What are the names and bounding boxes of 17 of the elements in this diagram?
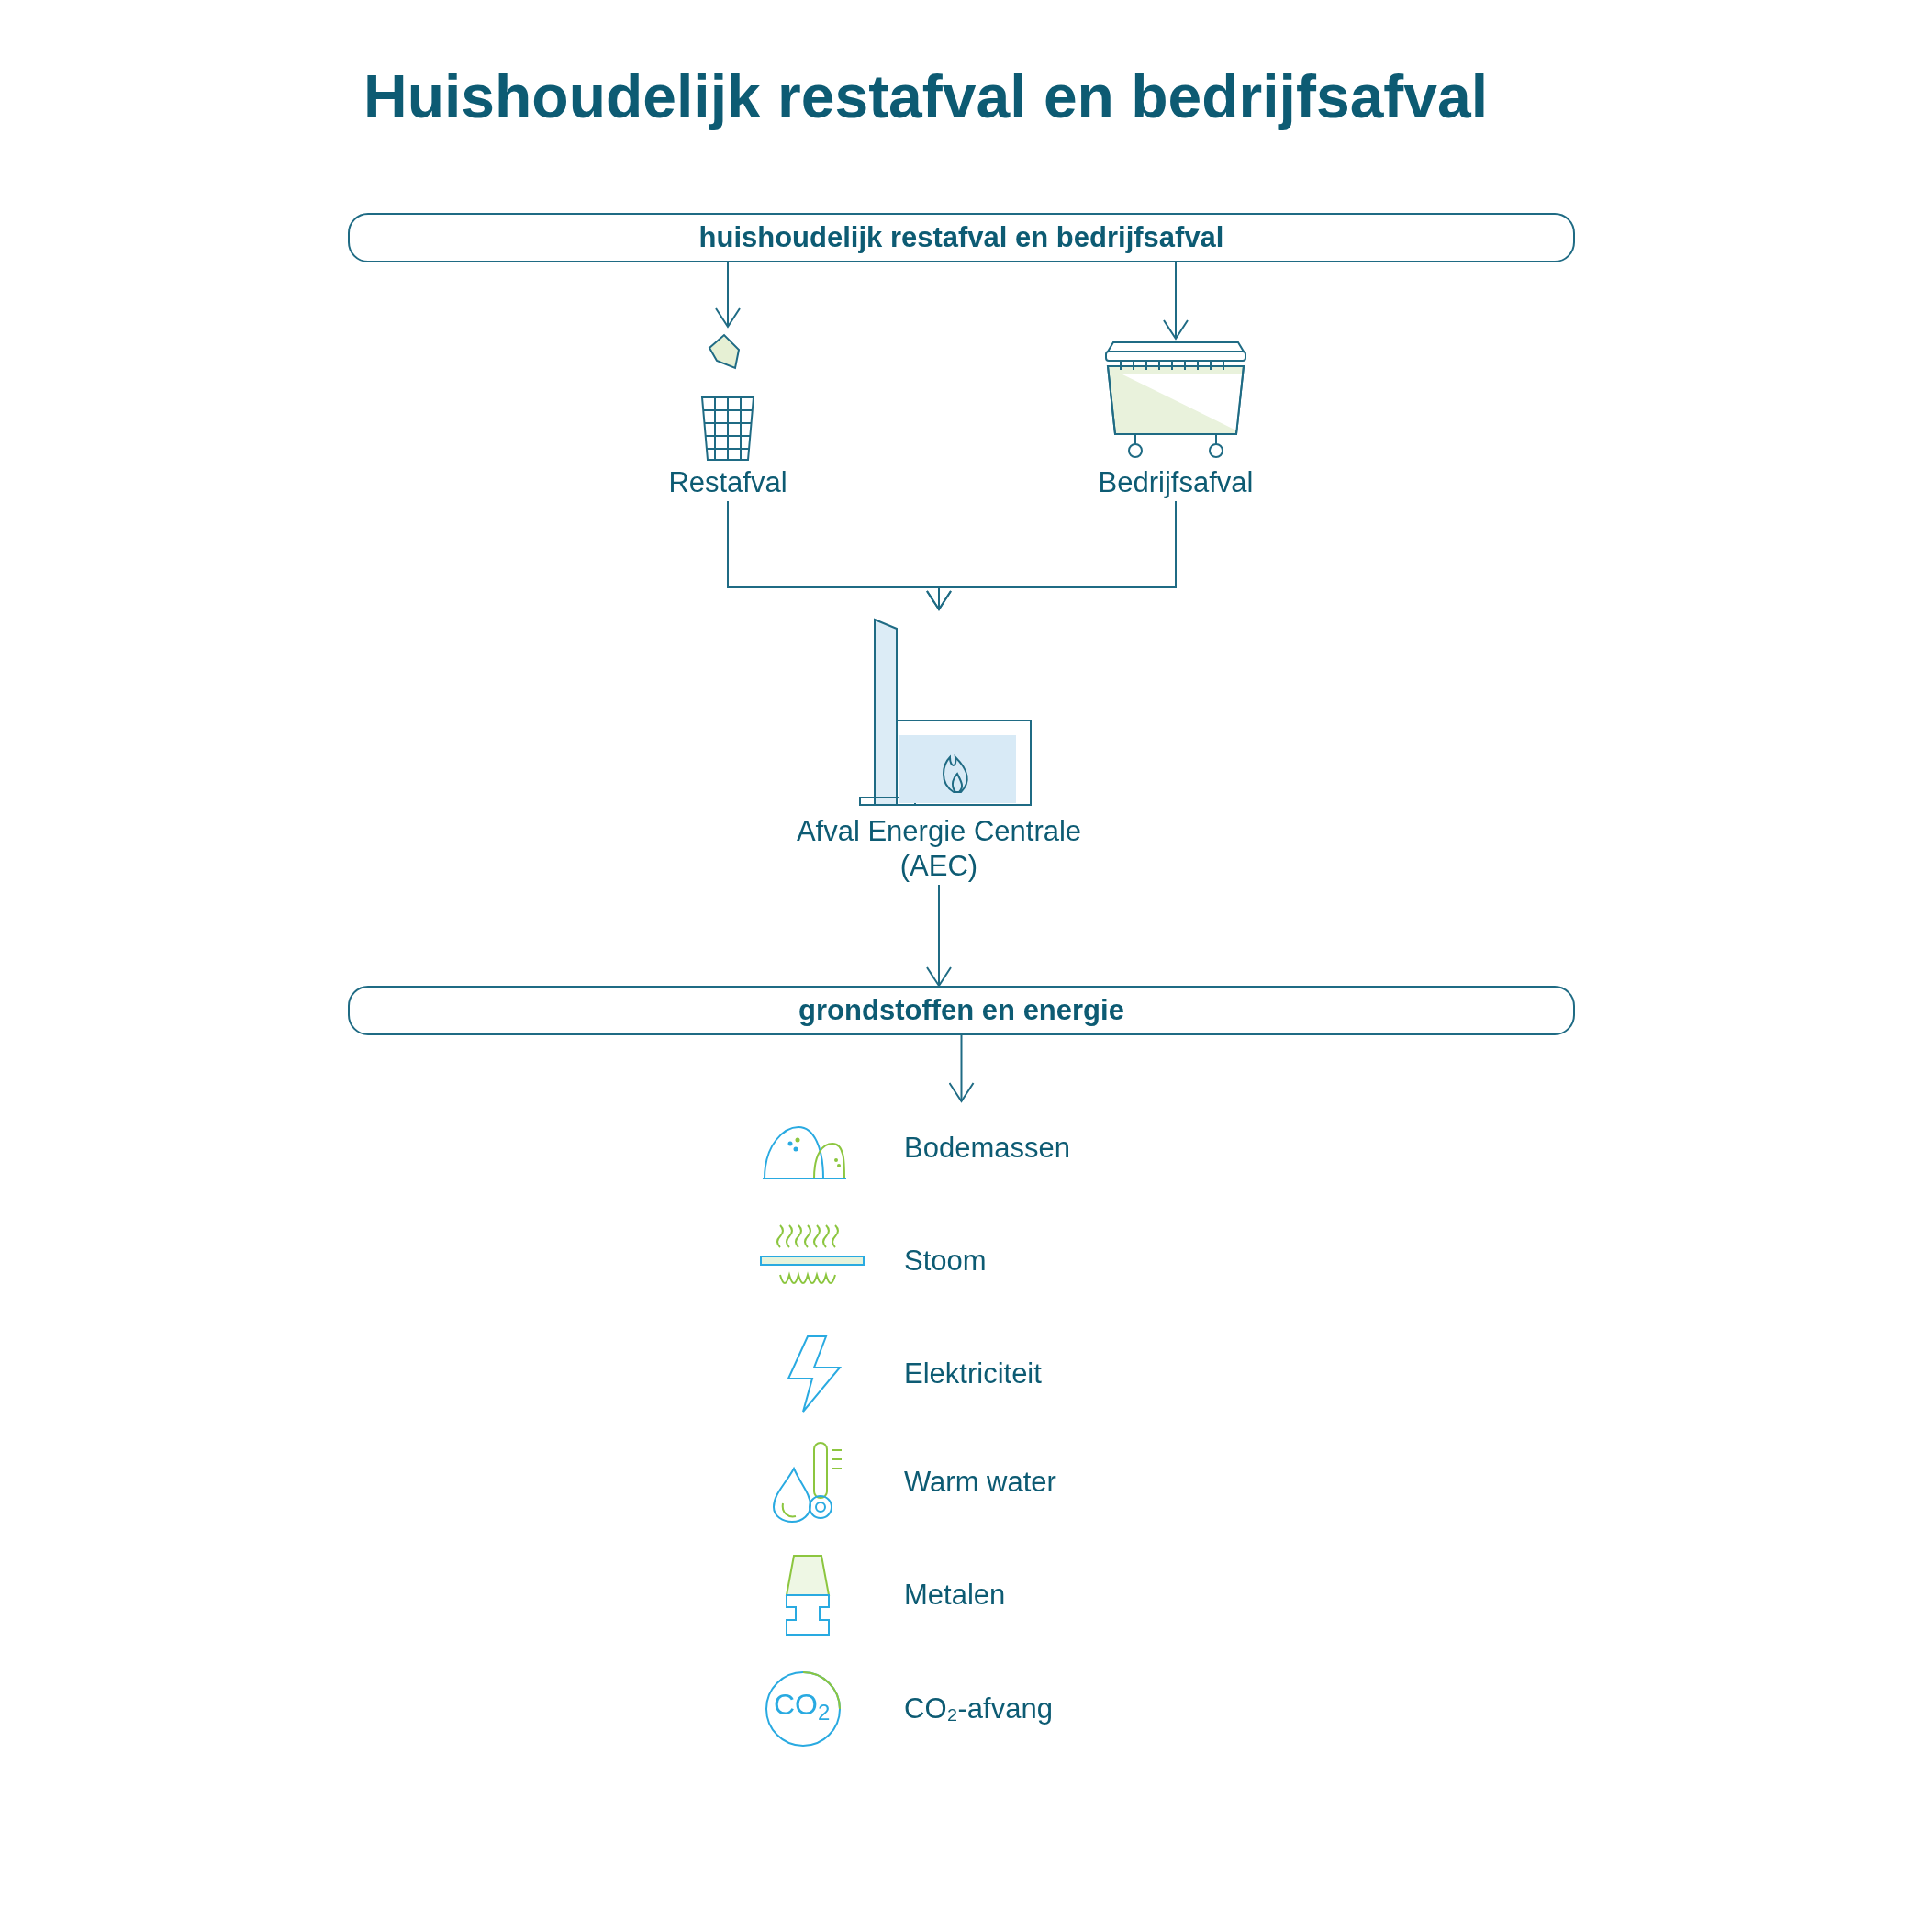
output-label: Elektriciteit xyxy=(904,1356,1042,1391)
process-band: huishoudelijk restafval en bedrijfsafval xyxy=(348,213,1575,262)
output-label: Metalen xyxy=(904,1577,1006,1613)
arrow xyxy=(926,500,1177,610)
co2-symbol-text: CO$_{2}$ xyxy=(774,1690,831,1719)
output-label: Bodemassen xyxy=(904,1130,1070,1166)
output-label: Stoom xyxy=(904,1243,987,1279)
node-label: Afval Energie Centrale (AEC) xyxy=(795,813,1083,885)
arrow xyxy=(715,262,741,328)
arrow xyxy=(948,1034,975,1102)
output-label: CO₂-afvang xyxy=(904,1691,1053,1726)
process-band: grondstoffen en energie xyxy=(348,986,1575,1035)
output-label: Warm water xyxy=(904,1464,1056,1500)
arrow xyxy=(926,884,952,987)
arrow xyxy=(1163,262,1189,340)
node-label: Bedrijfsafval xyxy=(1098,465,1254,501)
node-label: Restafval xyxy=(668,465,787,501)
